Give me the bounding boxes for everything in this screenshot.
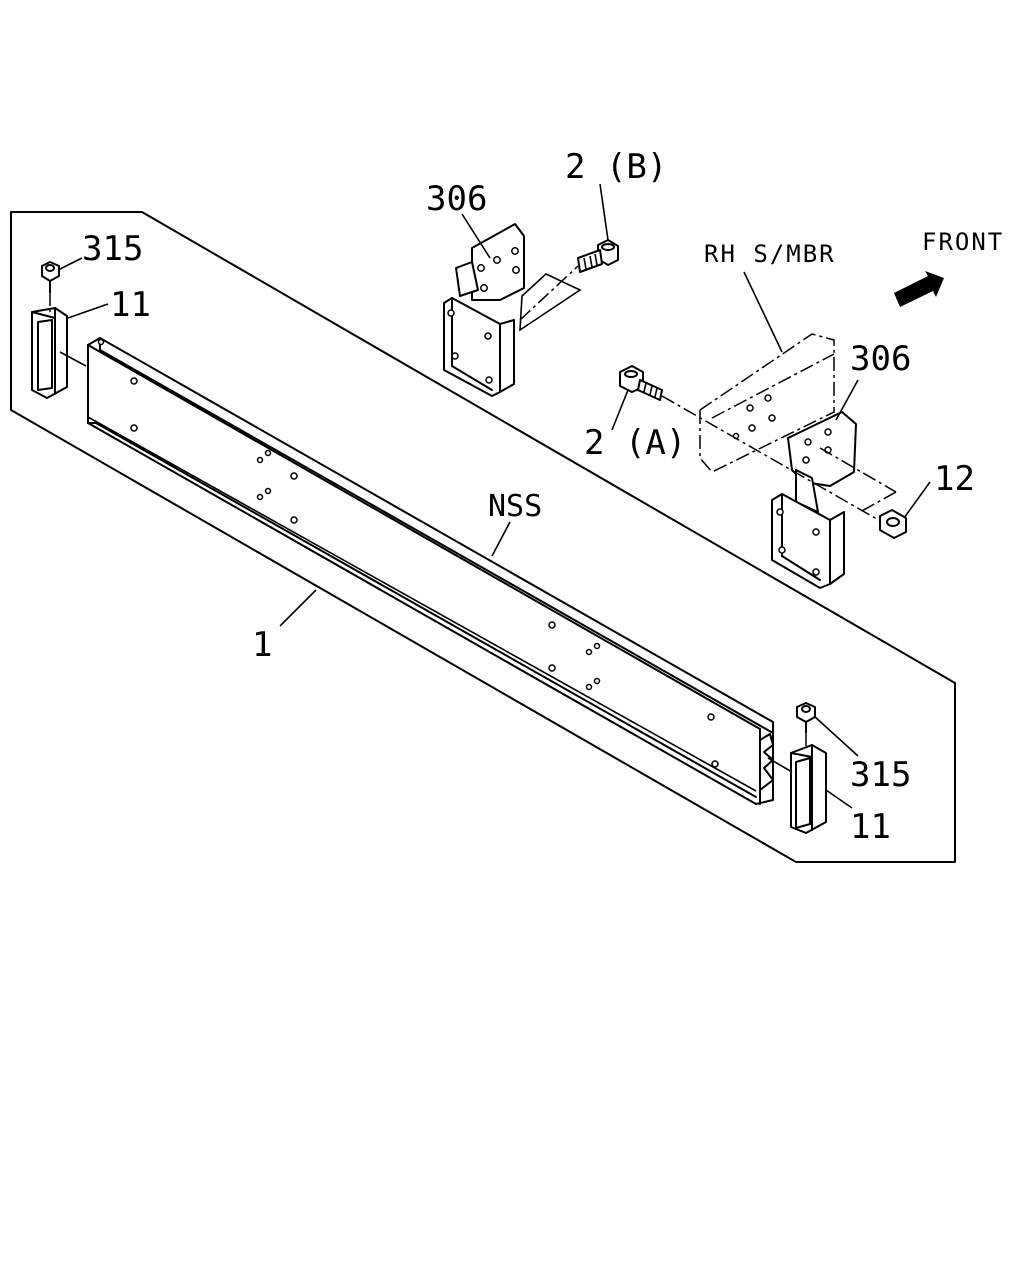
label-1: 1 [252, 625, 272, 665]
label-front: FRONT [922, 228, 1004, 256]
bolt-part-2b [519, 239, 619, 321]
label-2a: 2 (A) [584, 423, 686, 463]
label-315-right: 315 [850, 755, 911, 795]
rh-side-member [699, 333, 835, 473]
nut-part-12 [819, 447, 907, 539]
front-direction-arrow-icon [894, 271, 944, 307]
assembly-boundary [10, 211, 956, 863]
leader-lines [57, 183, 931, 809]
label-12: 12 [934, 459, 975, 499]
mounting-hole [97, 338, 105, 346]
label-11-right: 11 [850, 807, 891, 847]
spacer-right-part-11 [767, 744, 827, 834]
label-2b: 2 (B) [565, 147, 667, 187]
bracket-right-part-306 [771, 411, 857, 589]
label-315-left: 315 [82, 229, 143, 269]
label-nss: NSS [488, 489, 542, 524]
clip-right-part-315 [796, 702, 816, 750]
label-rh-smbr: RH S/MBR [704, 240, 836, 268]
bracket-upper-part-306 [443, 223, 582, 397]
label-306-right: 306 [850, 339, 911, 379]
cross-member-part-1 [87, 337, 774, 805]
bolt-part-2a [619, 365, 883, 523]
label-11-left: 11 [110, 285, 151, 325]
label-306-upper: 306 [426, 179, 487, 219]
spacer-left-part-11 [31, 307, 87, 399]
clip-left-part-315 [41, 261, 60, 312]
